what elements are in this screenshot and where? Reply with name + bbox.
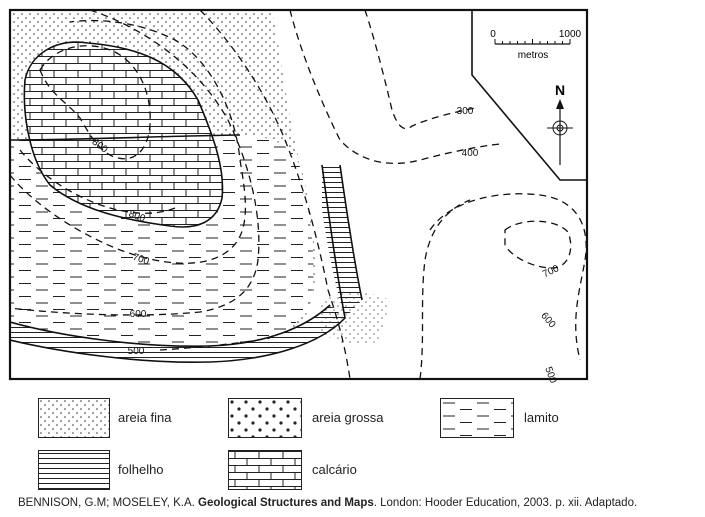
mudstone-label: lamito (524, 410, 559, 425)
contour-label-700-east: 700 (541, 263, 561, 280)
contour-label-500-west: 500 (128, 346, 145, 357)
contour-label-600-west: 600 (130, 309, 147, 320)
contour-label-500-bottom: 500 (542, 365, 558, 385)
shale-swatch (38, 450, 110, 490)
scale-start-label: 0 (490, 29, 496, 40)
fine-sand-label: areia fina (118, 410, 172, 425)
citation-title: Geological Structures and Maps (198, 497, 374, 509)
contour-label-300: 300 (457, 106, 474, 117)
fine-sand-swatch (38, 398, 110, 438)
coarse-sand-swatch (228, 398, 302, 438)
contour-label-600-east: 600 (538, 310, 557, 330)
citation-rest: . London: Hooder Education, 2003. p. xii… (373, 497, 638, 509)
north-label: N (555, 82, 565, 98)
source-citation: BENNISON, G.M; MOSELEY, K.A. Geological … (18, 497, 637, 509)
contour-label-400: 400 (462, 148, 479, 159)
mudstone-swatch (440, 398, 514, 438)
citation-authors: BENNISON, G.M; MOSELEY, K.A. (18, 497, 199, 509)
geologic-map: 0 1000 metros N 300 400 500 600 700 800 … (8, 8, 589, 385)
contour-label-700-west: 700 (131, 252, 151, 268)
shale-label: folhelho (118, 462, 164, 477)
scale-end-label: 1000 (559, 29, 582, 40)
map-frame (8, 8, 589, 381)
inset-panel (471, 10, 587, 181)
coarse-sand-label: areia grossa (312, 410, 384, 425)
scale-bar: 0 1000 metros (490, 29, 581, 61)
limestone-label: calcário (312, 462, 357, 477)
scale-unit-label: metros (518, 50, 549, 61)
coarse-sand-outcrop (320, 292, 390, 346)
limestone-swatch (228, 450, 302, 490)
north-arrow-icon: N (547, 82, 573, 165)
